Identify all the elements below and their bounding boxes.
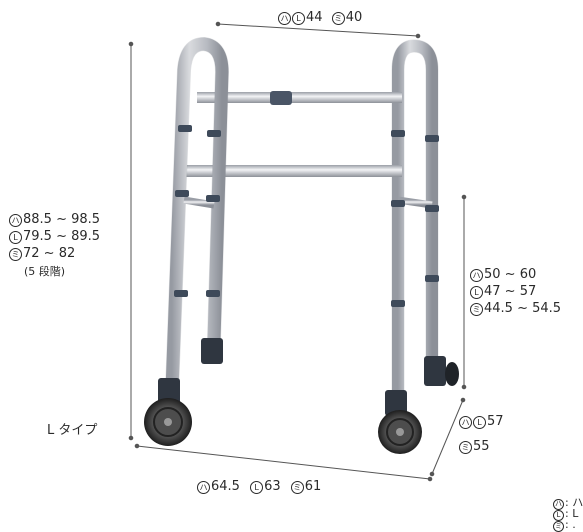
size-l-mark: L: [470, 286, 483, 299]
right-frame-loop: [392, 39, 438, 426]
height-m-value: 72 ~ 82: [23, 246, 76, 261]
legend-h-row: ハ: ハ: [553, 497, 583, 510]
size-h-mark: ハ: [553, 499, 564, 510]
depth-end-top: [460, 397, 466, 403]
size-m-mark: ミ: [331, 12, 345, 25]
top-width-end-left: [215, 21, 221, 27]
frame-clamps: [174, 125, 439, 307]
bottom-width-l-value: 63: [264, 479, 281, 494]
left-side-brace: [183, 196, 215, 209]
right-wheel: [378, 410, 422, 454]
right-rear-stopper: [424, 356, 446, 386]
right-frame-outline: [391, 39, 439, 427]
size-h-mark: ハ: [470, 269, 483, 282]
size-h-mark: ハ: [278, 12, 291, 25]
size-l-mark: L: [473, 416, 486, 429]
size-m-mark: ミ: [290, 481, 304, 494]
grip-end-top: [461, 194, 467, 200]
grip-l-value: 47 ~ 57: [484, 284, 537, 299]
type-label: L タイプ: [47, 423, 98, 438]
size-m-mark: ミ: [553, 521, 564, 532]
top-width-end-right: [415, 33, 421, 39]
height-end-bottom: [128, 435, 134, 441]
lower-crossbar: [184, 165, 402, 177]
size-m-mark: ミ: [470, 303, 483, 316]
size-l-mark: L: [553, 510, 564, 521]
depth-h-l-value: 57: [487, 414, 504, 429]
walker-frame: [144, 36, 459, 454]
top-width-h-l-value: 44: [306, 10, 323, 25]
left-frame-outline: [165, 36, 230, 397]
left-frame-loop: [165, 37, 229, 397]
depth-end-bottom: [429, 471, 435, 477]
bottom-width-m-value: 61: [304, 479, 322, 494]
legend-m-text: : .: [565, 518, 576, 531]
crossbar-hinge: [270, 91, 292, 105]
grip-m-value: 44.5 ~ 54.5: [484, 301, 562, 316]
size-m-mark: ミ: [9, 248, 22, 261]
legend-l-row: L: L: [553, 508, 578, 521]
grip-h-value: 50 ~ 60: [484, 267, 537, 282]
size-l-mark: L: [292, 12, 305, 25]
top-width-line: [217, 23, 419, 37]
top-width-m-value: 40: [345, 10, 363, 25]
size-h-mark: ハ: [459, 416, 472, 429]
depth-m-value: 55: [473, 439, 490, 454]
right-caster-fork: [385, 390, 407, 416]
bottom-end-left: [134, 443, 140, 449]
bottom-end-right: [427, 476, 433, 482]
size-l-mark: L: [9, 231, 22, 244]
right-rear-cap: [445, 362, 459, 386]
legend-l-text: : L: [565, 507, 579, 520]
legend-m-row: ミ: .: [553, 519, 576, 532]
size-l-mark: L: [250, 481, 264, 494]
left-rear-foot: [201, 338, 223, 364]
size-h-mark: ハ: [197, 481, 210, 494]
height-steps-label: (5 段階): [24, 265, 66, 278]
left-wheel: [144, 398, 192, 446]
bottom-width-h-value: 64.5: [211, 479, 240, 494]
bottom-width-line: [136, 445, 431, 480]
height-l-value: 79.5 ~ 89.5: [23, 229, 101, 244]
grip-end-bottom: [461, 384, 467, 390]
size-h-mark: ハ: [9, 214, 22, 227]
size-m-mark: ミ: [459, 441, 472, 454]
legend-h-text: : ハ: [565, 496, 583, 509]
dimension-lines: [128, 21, 467, 482]
upper-crossbar: [197, 92, 402, 103]
left-caster-fork: [158, 378, 180, 404]
height-end-top: [128, 41, 134, 47]
height-h-value: 88.5 ~ 98.5: [23, 212, 101, 227]
depth-line: [431, 399, 464, 475]
